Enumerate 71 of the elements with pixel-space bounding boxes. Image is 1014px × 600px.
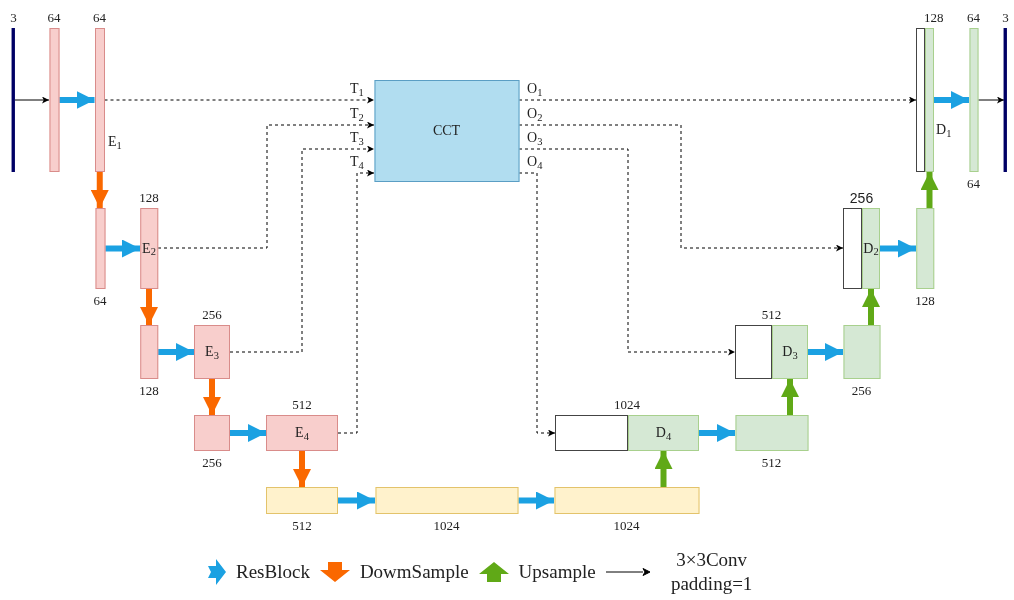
dashed-arrow bbox=[104, 96, 375, 104]
block-arrow bbox=[862, 289, 880, 325]
block-arrow bbox=[158, 343, 194, 361]
edge-label: T$_{1}$ bbox=[350, 81, 364, 97]
channel-count: 128 bbox=[139, 190, 159, 206]
block-arrow bbox=[654, 451, 673, 487]
block-arrow bbox=[781, 379, 799, 415]
dashed-arrow bbox=[229, 145, 375, 353]
block-arrow bbox=[230, 424, 266, 442]
block-label: E$_{1}$ bbox=[108, 134, 122, 150]
edge-label: O$_{3}$ bbox=[527, 130, 543, 146]
channel-count: 3 bbox=[1002, 10, 1009, 26]
channel-count: 64 bbox=[93, 293, 107, 309]
block-arrow bbox=[338, 491, 375, 510]
edge-label: O$_{1}$ bbox=[527, 81, 543, 97]
block-label: D$_{3}$ bbox=[782, 345, 798, 359]
block-arrow bbox=[293, 451, 311, 487]
channel-count: 512 bbox=[761, 455, 782, 471]
channel-count: 512 bbox=[292, 397, 312, 413]
block-label: D$_{2}$ bbox=[863, 241, 879, 256]
legend-label: DowmSample bbox=[359, 560, 469, 584]
channel-count: 1024 bbox=[614, 397, 640, 413]
block-arrow bbox=[808, 343, 843, 361]
block-label: E$_{4}$ bbox=[295, 426, 309, 440]
channel-count: 128 bbox=[915, 293, 935, 309]
dashed-arrow bbox=[518, 148, 736, 356]
block-arrow bbox=[518, 491, 554, 510]
channel-count: 128 bbox=[923, 10, 944, 26]
block-arrow bbox=[880, 239, 916, 258]
edge-label: O$_{4}$ bbox=[527, 154, 543, 170]
channel-count: 64 bbox=[47, 10, 61, 26]
block-label: E$_{2}$ bbox=[142, 241, 156, 256]
edge-label: T$_{2}$ bbox=[350, 106, 364, 122]
block-label: D$_{4}$ bbox=[655, 426, 672, 440]
channel-count: 256 bbox=[851, 383, 872, 399]
channel-count: 1024 bbox=[433, 518, 460, 534]
dashed-arrow bbox=[337, 169, 375, 434]
block-label: D$_{1}$ bbox=[936, 122, 952, 138]
block-arrow bbox=[90, 172, 109, 208]
channel-count: 128 bbox=[139, 383, 159, 399]
channel-count: 3 bbox=[10, 10, 17, 26]
arrow bbox=[977, 96, 1005, 104]
block-arrow bbox=[934, 91, 969, 109]
channel-count: 64 bbox=[93, 10, 106, 26]
block-arrow bbox=[105, 239, 140, 258]
block-arrow bbox=[699, 424, 735, 442]
channel-count: 512 bbox=[761, 307, 782, 323]
legend-label: ResBlock bbox=[236, 560, 310, 584]
dashed-arrow bbox=[518, 96, 917, 104]
edge-label: O$_{2}$ bbox=[527, 106, 543, 122]
block-arrow bbox=[59, 91, 95, 109]
edge-label: T$_{3}$ bbox=[350, 130, 364, 146]
channel-count: 64 bbox=[967, 176, 980, 192]
channel-count: 256 bbox=[849, 190, 874, 206]
channel-count: 256 bbox=[202, 455, 222, 471]
legend-label: 3×3Conv padding=1 bbox=[669, 548, 754, 596]
block-arrow bbox=[920, 172, 939, 208]
channel-count: 64 bbox=[967, 10, 980, 26]
edge-label: T$_{4}$ bbox=[350, 154, 364, 170]
legend-label: Upsample bbox=[518, 560, 596, 584]
block-arrow bbox=[203, 379, 221, 415]
block-arrow bbox=[140, 289, 158, 325]
channel-count: 1024 bbox=[613, 518, 640, 534]
block-label: E$_{3}$ bbox=[205, 345, 219, 359]
arrow bbox=[14, 96, 50, 104]
channel-count: 256 bbox=[202, 307, 222, 323]
channel-count: 512 bbox=[292, 518, 312, 534]
dashed-arrow bbox=[157, 121, 375, 249]
dashed-arrow bbox=[518, 124, 844, 252]
block-label: CCT bbox=[432, 124, 461, 138]
dashed-arrow bbox=[518, 172, 556, 437]
